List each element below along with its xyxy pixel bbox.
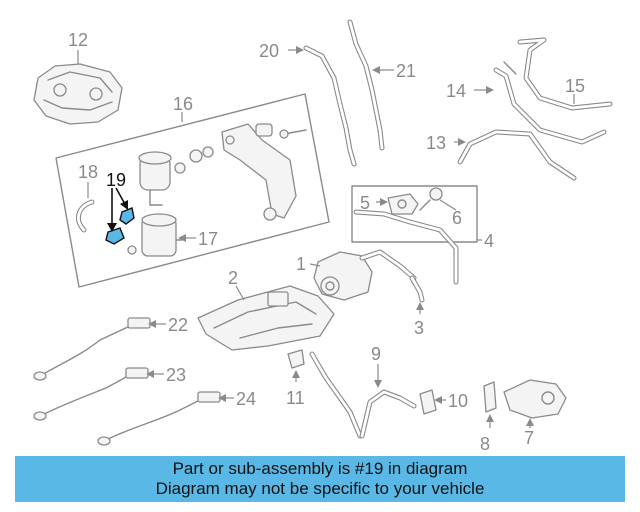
callout-13: 13: [426, 133, 446, 153]
callout-2: 2: [228, 268, 238, 288]
callout-7: 7: [524, 428, 534, 448]
callout-16: 16: [173, 94, 193, 114]
callout-20: 20: [259, 41, 279, 61]
part-3-elbow[interactable]: 3: [409, 275, 425, 338]
info-banner: Part or sub-assembly is #19 in diagram D…: [15, 456, 625, 502]
part-23-sensor[interactable]: 23: [33, 365, 186, 421]
callout-22: 22: [168, 315, 188, 335]
callout-9: 9: [371, 344, 381, 364]
part-9-pipe[interactable]: 9: [309, 344, 417, 439]
part-18-hose[interactable]: 18: [75, 162, 98, 233]
part-5-flange[interactable]: 5: [360, 193, 419, 215]
bracket: [221, 123, 307, 221]
callout-6: 6: [452, 208, 462, 228]
part-22-sensor[interactable]: 22: [33, 315, 188, 381]
part-12-housing[interactable]: 12: [33, 30, 123, 125]
callout-14: 14: [446, 81, 466, 101]
banner-line-1: Part or sub-assembly is #19 in diagram: [172, 459, 468, 478]
callout-5: 5: [360, 193, 370, 213]
part-13-pipe[interactable]: 13: [426, 129, 577, 181]
part-2-cover[interactable]: 2: [197, 268, 335, 351]
banner-line-2: Diagram may not be specific to your vehi…: [155, 479, 485, 498]
valve-assembly: [138, 146, 214, 206]
part-8-gasket[interactable]: 8: [480, 381, 497, 454]
part-7-valve-body[interactable]: 7: [503, 379, 567, 448]
part-10-valve[interactable]: 10: [419, 389, 468, 415]
callout-23: 23: [166, 365, 186, 385]
part-6-bolt[interactable]: 6: [419, 187, 462, 228]
part-1-pump[interactable]: 1: [296, 249, 417, 301]
callout-8: 8: [480, 434, 490, 454]
callout-19: 19: [106, 170, 126, 190]
callout-24: 24: [236, 389, 256, 409]
parts-diagram: 12 16 18 17: [33, 19, 613, 454]
part-21-tube[interactable]: 21: [347, 19, 416, 151]
part-4-assembly-box[interactable]: 4: [351, 185, 494, 285]
callout-18: 18: [78, 162, 98, 182]
callout-3: 3: [414, 318, 424, 338]
callout-17: 17: [198, 229, 218, 249]
part-14-pipe[interactable]: 14: [446, 61, 607, 145]
callout-11: 11: [286, 388, 305, 408]
part-16-assembly-box: 16: [55, 93, 330, 288]
callout-21: 21: [396, 61, 416, 81]
part-17-canister[interactable]: 17: [127, 213, 218, 257]
callout-12: 12: [68, 30, 88, 50]
part-11-fitting[interactable]: 11: [286, 349, 305, 408]
part-19-clips[interactable]: 19: [105, 170, 135, 245]
part-15-pipe[interactable]: 15: [517, 37, 613, 111]
part-20-tube[interactable]: 20: [259, 41, 357, 167]
callout-10: 10: [448, 391, 468, 411]
callout-15: 15: [565, 76, 585, 96]
part-24-sensor[interactable]: 24: [97, 389, 256, 446]
callout-1: 1: [296, 254, 306, 274]
callout-4: 4: [484, 231, 494, 251]
